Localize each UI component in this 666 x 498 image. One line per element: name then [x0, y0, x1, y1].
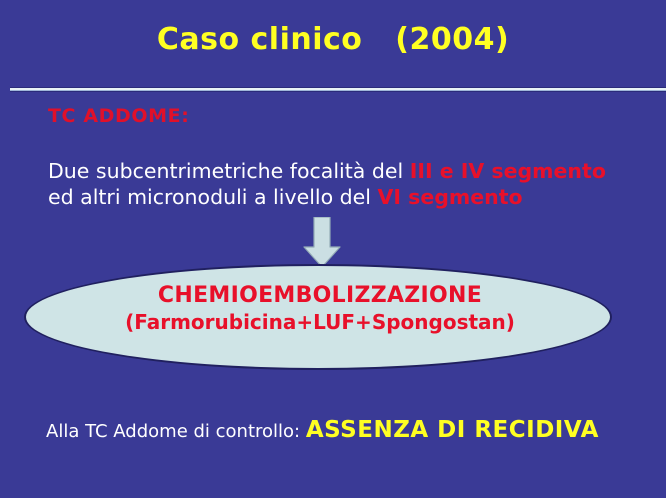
conclusion-line: Alla TC Addome di controllo: ASSENZA DI … — [46, 417, 599, 443]
section-heading: TC ADDOME: — [48, 105, 190, 127]
finding-line2-prefix: ed altri micronoduli a livello del — [48, 185, 378, 209]
treatment-drugs: (Farmorubicina+LUF+Spongostan) — [125, 310, 515, 334]
arrow-down-icon — [303, 217, 341, 268]
finding-line1-prefix: Due subcentrimetriche focalità del — [48, 159, 410, 183]
title-band: Caso clinico (2004) — [0, 0, 666, 88]
treatment-text-block: CHEMIOEMBOLIZZAZIONE (Farmorubicina+LUF+… — [26, 282, 614, 335]
page-title: Caso clinico (2004) — [156, 22, 510, 57]
finding-line1-highlight: III e IV segmento — [409, 159, 606, 183]
title-divider — [10, 87, 666, 92]
finding-line2-highlight: VI segmento — [377, 185, 523, 209]
conclusion-label: Alla TC Addome di controllo: — [46, 421, 306, 442]
treatment-ellipse: CHEMIOEMBOLIZZAZIONE (Farmorubicina+LUF+… — [24, 264, 612, 370]
finding-paragraph: Due subcentrimetriche focalità del III e… — [48, 158, 652, 210]
conclusion-result: ASSENZA DI RECIDIVA — [305, 417, 599, 443]
treatment-name: CHEMIOEMBOLIZZAZIONE — [157, 283, 483, 308]
